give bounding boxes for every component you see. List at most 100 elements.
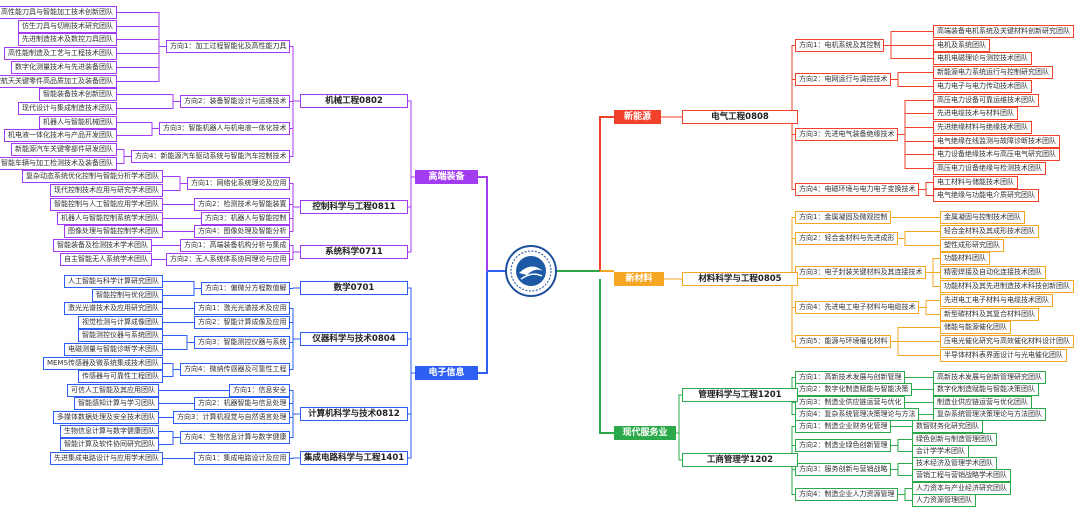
research-team-node[interactable]: 塑性成形研究团队 bbox=[940, 238, 1004, 252]
research-direction-node[interactable]: 方向1：高端装备机构分析与集成 bbox=[180, 238, 291, 252]
research-team-node[interactable]: 先进电工电子材料与电缆技术团队 bbox=[940, 293, 1053, 307]
research-direction-node[interactable]: 方向1：偏微分方程数值解 bbox=[201, 281, 291, 295]
research-team-node[interactable]: 智能装备及检测技术学术团队 bbox=[53, 238, 152, 252]
category-node[interactable]: 新材料 bbox=[614, 272, 664, 286]
research-direction-node[interactable]: 方向2：制造业绿色创新管理 bbox=[795, 438, 892, 452]
discipline-node[interactable]: 计算机科学与技术0812 bbox=[300, 406, 408, 421]
research-team-node[interactable]: 视觉检测与计算成像团队 bbox=[78, 315, 163, 329]
research-direction-node[interactable]: 方向3：电子封装关键材料及其连接技术 bbox=[795, 266, 927, 280]
research-direction-node[interactable]: 方向2：无人系统体系协同理论与应用 bbox=[166, 252, 291, 266]
research-team-node[interactable]: 复杂动态系统优化控制与智能分析学术团队 bbox=[22, 170, 163, 184]
discipline-node[interactable]: 仪器科学与技术0804 bbox=[300, 331, 408, 346]
research-direction-node[interactable]: 方向1：高新技术发展与创新管理 bbox=[795, 371, 906, 384]
research-team-node[interactable]: 技术经济及管理学术团队 bbox=[912, 457, 997, 471]
research-direction-node[interactable]: 方向4：新能源汽车驱动系统与智能汽车控制技术 bbox=[131, 149, 291, 163]
research-team-node[interactable]: 智能控制与人工智能应用学术团队 bbox=[50, 197, 163, 211]
discipline-node[interactable]: 管理科学与工程1201 bbox=[682, 388, 798, 403]
category-node[interactable]: 新能源 bbox=[614, 110, 661, 124]
research-team-node[interactable]: 数智财务化研究团队 bbox=[912, 420, 983, 434]
research-team-node[interactable]: 半导体材料表界面设计与光电催化团队 bbox=[940, 349, 1067, 362]
research-team-node[interactable]: 机电液一体化技术与产品开发团队 bbox=[4, 129, 117, 143]
research-team-node[interactable]: 多媒体数据处理及安全技术团队 bbox=[53, 411, 159, 424]
research-direction-node[interactable]: 方向3：计算机视觉与自然语言处理 bbox=[173, 411, 291, 424]
research-direction-node[interactable]: 方向2：电网运行与调控技术 bbox=[795, 72, 892, 86]
research-team-node[interactable]: 自主智能无人系统学术团队 bbox=[60, 252, 152, 266]
discipline-node[interactable]: 数学0701 bbox=[300, 280, 408, 295]
research-team-node[interactable]: 智能车辆与加工检测技术及装备团队 bbox=[0, 156, 117, 170]
research-direction-node[interactable]: 方向3：先进电气装备绝缘技术 bbox=[795, 127, 899, 141]
research-team-node[interactable]: 先进电缆技术与材料团队 bbox=[933, 107, 1018, 121]
category-node[interactable]: 现代服务业 bbox=[614, 426, 676, 440]
research-team-node[interactable]: 绿色创新与制造管理团队 bbox=[912, 432, 997, 446]
research-direction-node[interactable]: 方向4：图像处理及智能分析 bbox=[194, 225, 291, 239]
research-team-node[interactable]: 数字化测量技术与先进装备团队 bbox=[11, 60, 117, 74]
research-direction-node[interactable]: 方向2：数字化制造赋能与智能决策 bbox=[795, 383, 913, 397]
research-team-node[interactable]: 压电光催化研究与高效催化材料设计团队 bbox=[940, 335, 1074, 349]
research-team-node[interactable]: 制造业供应链运营与优化团队 bbox=[933, 395, 1032, 409]
research-direction-node[interactable]: 方向1：信息安全 bbox=[229, 383, 291, 397]
research-direction-node[interactable]: 方向4：生物信息计算与数字健康 bbox=[180, 431, 291, 445]
research-team-node[interactable]: 轻合金材料及其成形技术团队 bbox=[940, 224, 1039, 238]
research-team-node[interactable]: 会计学学术团队 bbox=[912, 444, 969, 458]
research-team-node[interactable]: 电机电磁理论与测控技术团队 bbox=[933, 52, 1032, 66]
research-team-node[interactable]: 新能源汽车关键零部件研发团队 bbox=[11, 143, 117, 156]
category-node[interactable]: 高端装备 bbox=[415, 170, 478, 184]
research-team-node[interactable]: 先进绝缘材料与绝缘技术团队 bbox=[933, 120, 1032, 134]
research-team-node[interactable]: 储能与能源催化团队 bbox=[940, 321, 1011, 335]
research-direction-node[interactable]: 方向2：装备智能设计与运维技术 bbox=[180, 95, 291, 109]
research-team-node[interactable]: 数字化制造赋能与智能决策团队 bbox=[933, 383, 1039, 397]
research-team-node[interactable]: 智能测控仪器与系统团队 bbox=[78, 329, 163, 343]
research-direction-node[interactable]: 方向3：智能机器人与机电液一体化技术 bbox=[159, 122, 291, 136]
research-team-node[interactable]: 高新技术发展与创新管理研究团队 bbox=[933, 371, 1046, 384]
research-team-node[interactable]: 电力设备绝缘技术与高压电气研究团队 bbox=[933, 148, 1060, 162]
research-direction-node[interactable]: 方向2：检测技术与智能装置 bbox=[194, 197, 291, 211]
research-team-node[interactable]: 高端装备电机系统及关键材料创新研究团队 bbox=[933, 25, 1074, 38]
research-team-node[interactable]: 复杂系统管理决策理论与方法团队 bbox=[933, 407, 1046, 421]
discipline-node[interactable]: 电气工程0808 bbox=[682, 109, 798, 124]
research-direction-node[interactable]: 方向1：加工过程智能化及高性能刀具 bbox=[166, 40, 291, 54]
research-team-node[interactable]: 高性能制造及工艺与工程技术团队 bbox=[4, 47, 117, 61]
research-team-node[interactable]: 现代控制技术应用与研究学术团队 bbox=[50, 184, 163, 198]
research-team-node[interactable]: 功能材料及其先进制造技术科技创新团队 bbox=[940, 280, 1074, 293]
discipline-node[interactable]: 材料科学与工程0805 bbox=[682, 272, 798, 287]
research-team-node[interactable]: 精密焊接及自动化连接技术团队 bbox=[940, 266, 1046, 280]
research-team-node[interactable]: 高压电力设备绝缘与检测技术团队 bbox=[933, 162, 1046, 175]
research-direction-node[interactable]: 方向1：网络化系统理论及应用 bbox=[187, 177, 291, 191]
research-direction-node[interactable]: 方向4：制造企业人力资源管理 bbox=[795, 487, 899, 501]
research-team-node[interactable]: 机器人与智能机械团队 bbox=[39, 115, 117, 129]
research-direction-node[interactable]: 方向1：集成电路设计及应用 bbox=[194, 451, 291, 465]
research-team-node[interactable]: 金属凝固与控制技术团队 bbox=[940, 211, 1025, 224]
research-team-node[interactable]: 电磁测量与智能诊断学术团队 bbox=[64, 343, 163, 356]
research-team-node[interactable]: 生物信息计算与数字健康团队 bbox=[60, 424, 159, 438]
research-team-node[interactable]: MEMS传感器及微系统集成技术团队 bbox=[43, 356, 163, 370]
discipline-node[interactable]: 集成电路科学与工程1401 bbox=[300, 450, 408, 465]
research-direction-node[interactable]: 方向3：制造业供应链运营与优化 bbox=[795, 395, 906, 409]
research-direction-node[interactable]: 方向1：激光光谱技术及应用 bbox=[194, 302, 291, 316]
research-team-node[interactable]: 智能感知计算与学习团队 bbox=[74, 397, 159, 411]
research-team-node[interactable]: 智能控制与优化团队 bbox=[92, 288, 163, 302]
research-team-node[interactable]: 新型碳材料及其复合材料团队 bbox=[940, 307, 1039, 321]
research-team-node[interactable]: 图像处理与智能控制学术团队 bbox=[64, 225, 163, 239]
research-direction-node[interactable]: 方向1：金属凝固及微观控制 bbox=[795, 211, 892, 224]
discipline-node[interactable]: 机械工程0802 bbox=[300, 94, 408, 109]
research-direction-node[interactable]: 方向4：先进电工电子材料与电缆技术 bbox=[795, 300, 920, 314]
research-team-node[interactable]: 功能材料团队 bbox=[940, 252, 990, 266]
research-team-node[interactable]: 机器人与智能控制系统学术团队 bbox=[57, 211, 163, 225]
research-team-node[interactable]: 营销工程与营销战略学术团队 bbox=[912, 469, 1011, 483]
research-team-node[interactable]: 新能源电力系统运行与控制研究团队 bbox=[933, 66, 1053, 80]
research-team-node[interactable]: 先进集成电路设计与应用学术团队 bbox=[50, 451, 163, 465]
research-team-node[interactable]: 人力资本与产业经济研究团队 bbox=[912, 481, 1011, 495]
research-direction-node[interactable]: 方向2：轻合金材料与先进成形 bbox=[795, 231, 899, 245]
research-team-node[interactable]: 激光光谱技术及应用研究团队 bbox=[64, 302, 163, 316]
discipline-node[interactable]: 控制科学与工程0811 bbox=[300, 200, 408, 215]
discipline-node[interactable]: 工商管理学1202 bbox=[682, 453, 798, 468]
research-direction-node[interactable]: 方向4：复杂系统管理决策理论与方法 bbox=[795, 407, 920, 421]
research-direction-node[interactable]: 方向2：智能计算成像及应用 bbox=[194, 315, 291, 329]
research-direction-node[interactable]: 方向4：电磁环境与电力电子变换技术 bbox=[795, 182, 920, 196]
research-team-node[interactable]: 电力电子与电力传动技术团队 bbox=[933, 79, 1032, 93]
research-direction-node[interactable]: 方向1：电机系统及其控制 bbox=[795, 38, 885, 52]
research-team-node[interactable]: 电气绝缘与功能电介质研究团队 bbox=[933, 189, 1039, 203]
research-direction-node[interactable]: 方向3：机器人与智能控制 bbox=[201, 211, 291, 225]
research-team-node[interactable]: 高性能刀具与智能加工技术创新团队 bbox=[0, 6, 117, 19]
research-direction-node[interactable]: 方向3：服务创新与营销战略 bbox=[795, 463, 892, 477]
